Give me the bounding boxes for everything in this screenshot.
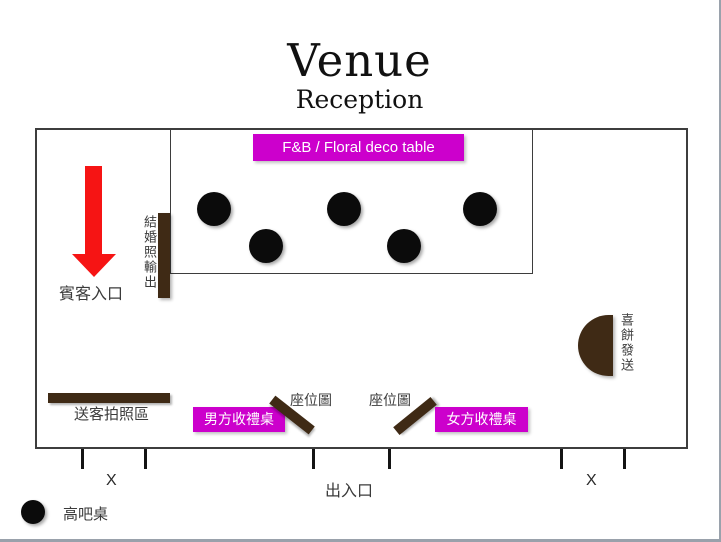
cookie-handout-label: 喜餅發送: [619, 313, 634, 373]
guest-entrance-label: 賓客入口: [59, 286, 124, 303]
wall-tick: [388, 449, 391, 469]
wall-tick: [312, 449, 315, 469]
round-table: [249, 229, 283, 263]
round-table: [327, 192, 361, 226]
fnb-floral-deco-table: F&B / Floral deco table: [253, 134, 464, 161]
seating-chart-label-right: 座位圖: [369, 392, 411, 408]
round-table: [197, 192, 231, 226]
wedding-photo-output-table: [158, 213, 170, 298]
sendoff-photo-table: [48, 393, 170, 403]
high-bar-table-icon: [21, 500, 45, 524]
round-table: [387, 229, 421, 263]
high-bar-table-label: 高吧桌: [63, 506, 109, 523]
wedding-photo-output-label: 結婚照輸出: [142, 215, 157, 290]
bride-gift-table-label: 女方收禮桌: [435, 407, 528, 432]
x-marker-right: X: [586, 472, 597, 489]
page-title: Venue: [287, 34, 432, 87]
seating-chart-label-left: 座位圖: [290, 392, 332, 408]
wall-tick: [144, 449, 147, 469]
entrance-arrow-icon: [85, 166, 102, 256]
entrance-arrow-head-icon: [72, 254, 116, 277]
fnb-zone-outline: [170, 128, 533, 274]
round-table: [463, 192, 497, 226]
venue-outline: [35, 128, 688, 449]
page-subtitle: Reception: [295, 84, 424, 114]
title-block: Venue Reception: [0, 36, 719, 112]
wall-tick: [623, 449, 626, 469]
groom-gift-table-label: 男方收禮桌: [193, 407, 285, 432]
sendoff-photo-area-label: 送客拍照區: [74, 406, 150, 423]
wall-tick: [560, 449, 563, 469]
exit-label: 出入口: [325, 483, 374, 500]
x-marker-left: X: [106, 472, 117, 489]
wall-tick: [81, 449, 84, 469]
